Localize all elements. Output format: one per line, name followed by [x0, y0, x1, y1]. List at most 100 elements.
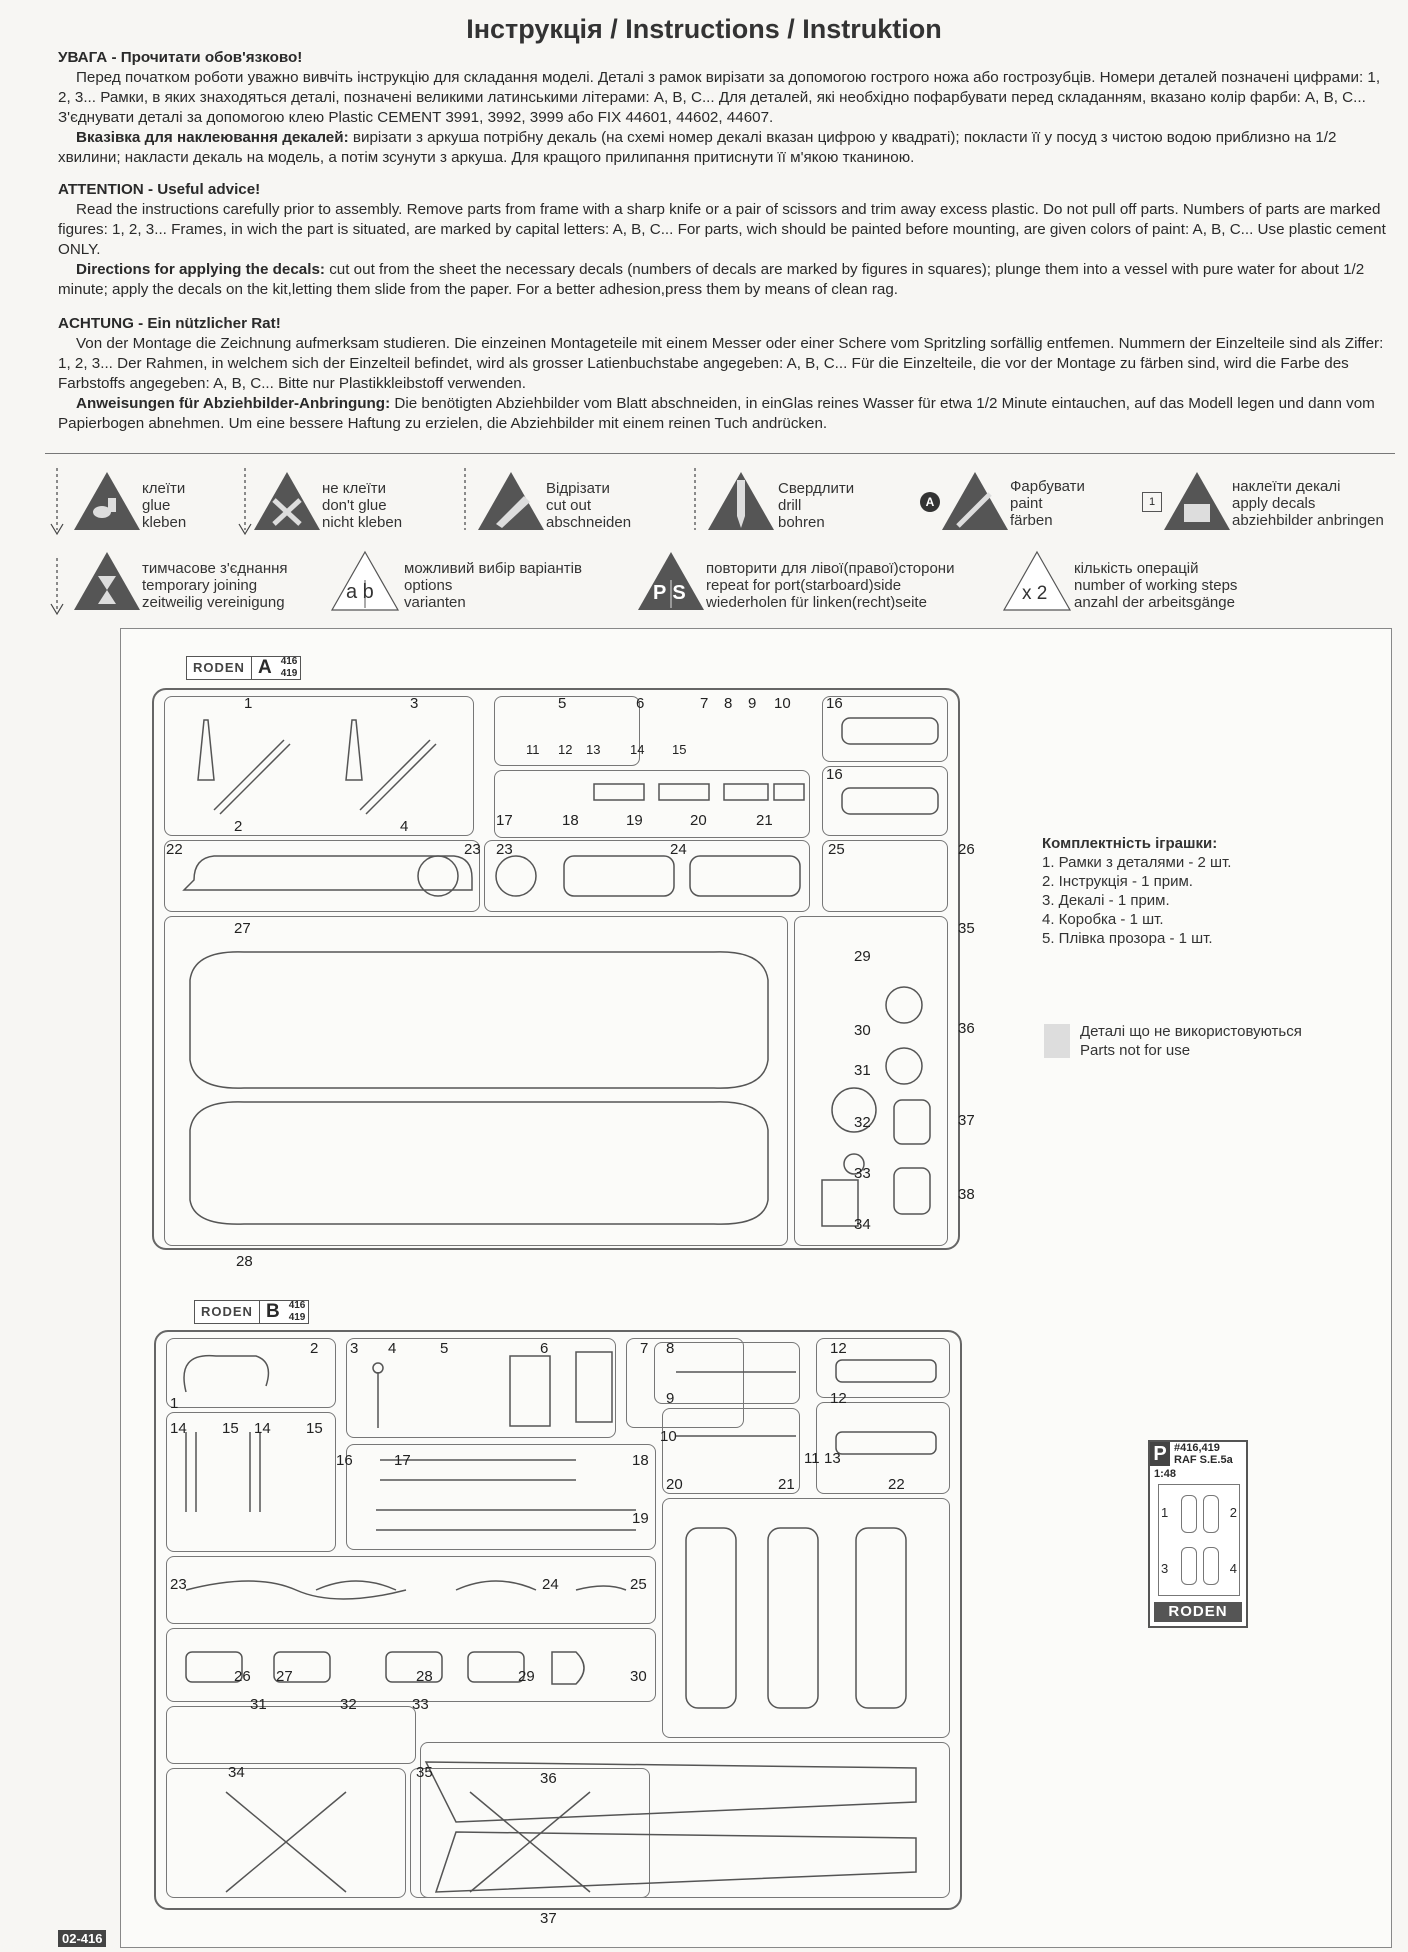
part-number: 3: [410, 695, 419, 712]
ua-decal-heading: Вказівка для наклеювання декалей:: [76, 129, 349, 146]
parts-panel: [120, 628, 1392, 1948]
contents-list: Комплектність іграшки: 1. Рамки з деталя…: [1042, 834, 1231, 948]
part-number: 13: [824, 1450, 841, 1467]
sprue-a-parts: [182, 717, 939, 1227]
decal-number-box: 1: [1142, 492, 1162, 512]
part-number: 6: [636, 695, 645, 712]
knife-icon: [478, 472, 544, 530]
sprue-a-cell: [164, 696, 474, 836]
contents-item: 4. Коробка - 1 шт.: [1042, 911, 1164, 928]
sprue-a-cell: [164, 840, 480, 912]
part-number: 24: [670, 841, 687, 858]
sprue-a-letter: A: [257, 657, 272, 678]
part-number: 15: [306, 1420, 323, 1437]
part-number: 7: [640, 1340, 649, 1357]
part-number: 14: [170, 1420, 187, 1437]
sprue-a-tag: RODEN A 416 419: [186, 656, 302, 680]
part-number: 21: [756, 812, 773, 829]
clear-sheet-letter: P: [1150, 1442, 1170, 1466]
part-number: 10: [774, 695, 791, 712]
part-number: 20: [666, 1476, 683, 1493]
sprue-b-cell: [346, 1444, 656, 1550]
part-number: 31: [250, 1696, 267, 1713]
part-number: 24: [542, 1576, 559, 1593]
paint-icon: [942, 472, 1008, 530]
clear-parts-sheet: P #416,419 RAF S.E.5a 1:48 1 2 3 4 RODEN: [1148, 1440, 1248, 1628]
steps-icon: [1002, 550, 1072, 611]
part-number: 26: [234, 1668, 251, 1685]
part-number: 32: [854, 1114, 871, 1131]
en-heading: ATTENTION - Useful advice!: [58, 181, 261, 198]
part-number: 16: [826, 766, 843, 783]
part-number: 12: [830, 1340, 847, 1357]
sprue-a-cell: [484, 840, 810, 912]
part-number: 15: [222, 1420, 239, 1437]
part-number: 22: [166, 841, 183, 858]
roden-logo: RODEN: [1154, 1602, 1242, 1622]
options-letters: a b: [346, 581, 374, 603]
part-number: 25: [630, 1576, 647, 1593]
sprue-a-frame: [152, 688, 960, 1250]
part-number: 35: [416, 1764, 433, 1781]
part-number: 16: [826, 695, 843, 712]
part-number: 18: [632, 1452, 649, 1469]
part-number: 2: [310, 1340, 319, 1357]
ua-decal-text: вирізати з аркуша потрібну декаль (на сх…: [58, 129, 1337, 166]
de-heading: ACHTUNG - Ein nützlicher Rat!: [58, 315, 281, 332]
part-number: 38: [958, 1186, 975, 1203]
sprue-b-cell: [166, 1628, 656, 1702]
de-paragraph: Von der Montage die Zeichnung aufmerksam…: [58, 335, 1384, 392]
part-number: 30: [630, 1668, 647, 1685]
clear-sheet-model: RAF S.E.5a: [1174, 1454, 1233, 1466]
part-number: 36: [540, 1770, 557, 1787]
sprue-b-cell: [346, 1338, 616, 1438]
part-number: 23: [496, 841, 513, 858]
part-number: 14: [254, 1420, 271, 1437]
de-decal-heading: Anweisungen für Abziehbilder-Anbringung:: [76, 395, 391, 412]
sprue-a-cell: [794, 916, 948, 1246]
en-decal-text: cut out from the sheet the necessary dec…: [58, 261, 1365, 298]
part-number: 22: [888, 1476, 905, 1493]
roden-logo: RODEN: [187, 657, 252, 679]
legend-symbols: [50, 468, 696, 616]
ua-paragraph: Перед початком роботи уважно вивчіть інс…: [58, 69, 1381, 126]
sprue-a-cell: [494, 696, 640, 766]
part-number: 19: [626, 812, 643, 829]
part-number: 21: [778, 1476, 795, 1493]
sprue-b-parts: [183, 1351, 937, 1893]
part-number: 27: [276, 1668, 293, 1685]
part-number: 14: [630, 742, 645, 757]
clear-sheet-code: #416,419: [1174, 1442, 1220, 1454]
sprue-a-cell: [822, 766, 948, 836]
sprue-b-tag: RODEN B 416 419: [194, 1300, 310, 1324]
roden-logo: RODEN: [195, 1301, 260, 1323]
sprue-b-cell: [420, 1742, 950, 1898]
part-number: 29: [518, 1668, 535, 1685]
part-number: 12: [830, 1390, 847, 1407]
part-number: 10: [660, 1428, 677, 1445]
part-number: 26: [958, 841, 975, 858]
part-number: 32: [340, 1696, 357, 1713]
part-number: 23: [170, 1576, 187, 1593]
paint-color-badge: A: [920, 492, 940, 512]
ua-instructions: УВАГА - Прочитати обов'язково! Перед поч…: [58, 48, 1393, 168]
part-number: 33: [854, 1165, 871, 1182]
document-code: 02-416: [58, 1930, 107, 1947]
sprue-a-cell: [822, 840, 948, 912]
glue-icon: [74, 472, 140, 530]
part-number: 17: [394, 1452, 411, 1469]
part-number: 16: [336, 1452, 353, 1469]
part-number: 8: [724, 695, 733, 712]
sprue-a-cell: [164, 916, 788, 1246]
ua-decal-paragraph: Вказівка для наклеювання декалей: виріза…: [58, 128, 1393, 168]
part-number: 9: [666, 1390, 675, 1407]
part-number: 36: [958, 1020, 975, 1037]
part-number: 4: [400, 818, 409, 835]
port-starboard-letters: PS: [653, 582, 692, 604]
part-number: 1: [170, 1395, 179, 1412]
contents-item: 5. Плівка прозора - 1 шт.: [1042, 930, 1213, 947]
no-glue-icon: [254, 472, 320, 530]
part-number: 4: [388, 1340, 397, 1357]
part-number: 5: [558, 695, 567, 712]
part-number: 2: [234, 818, 243, 835]
